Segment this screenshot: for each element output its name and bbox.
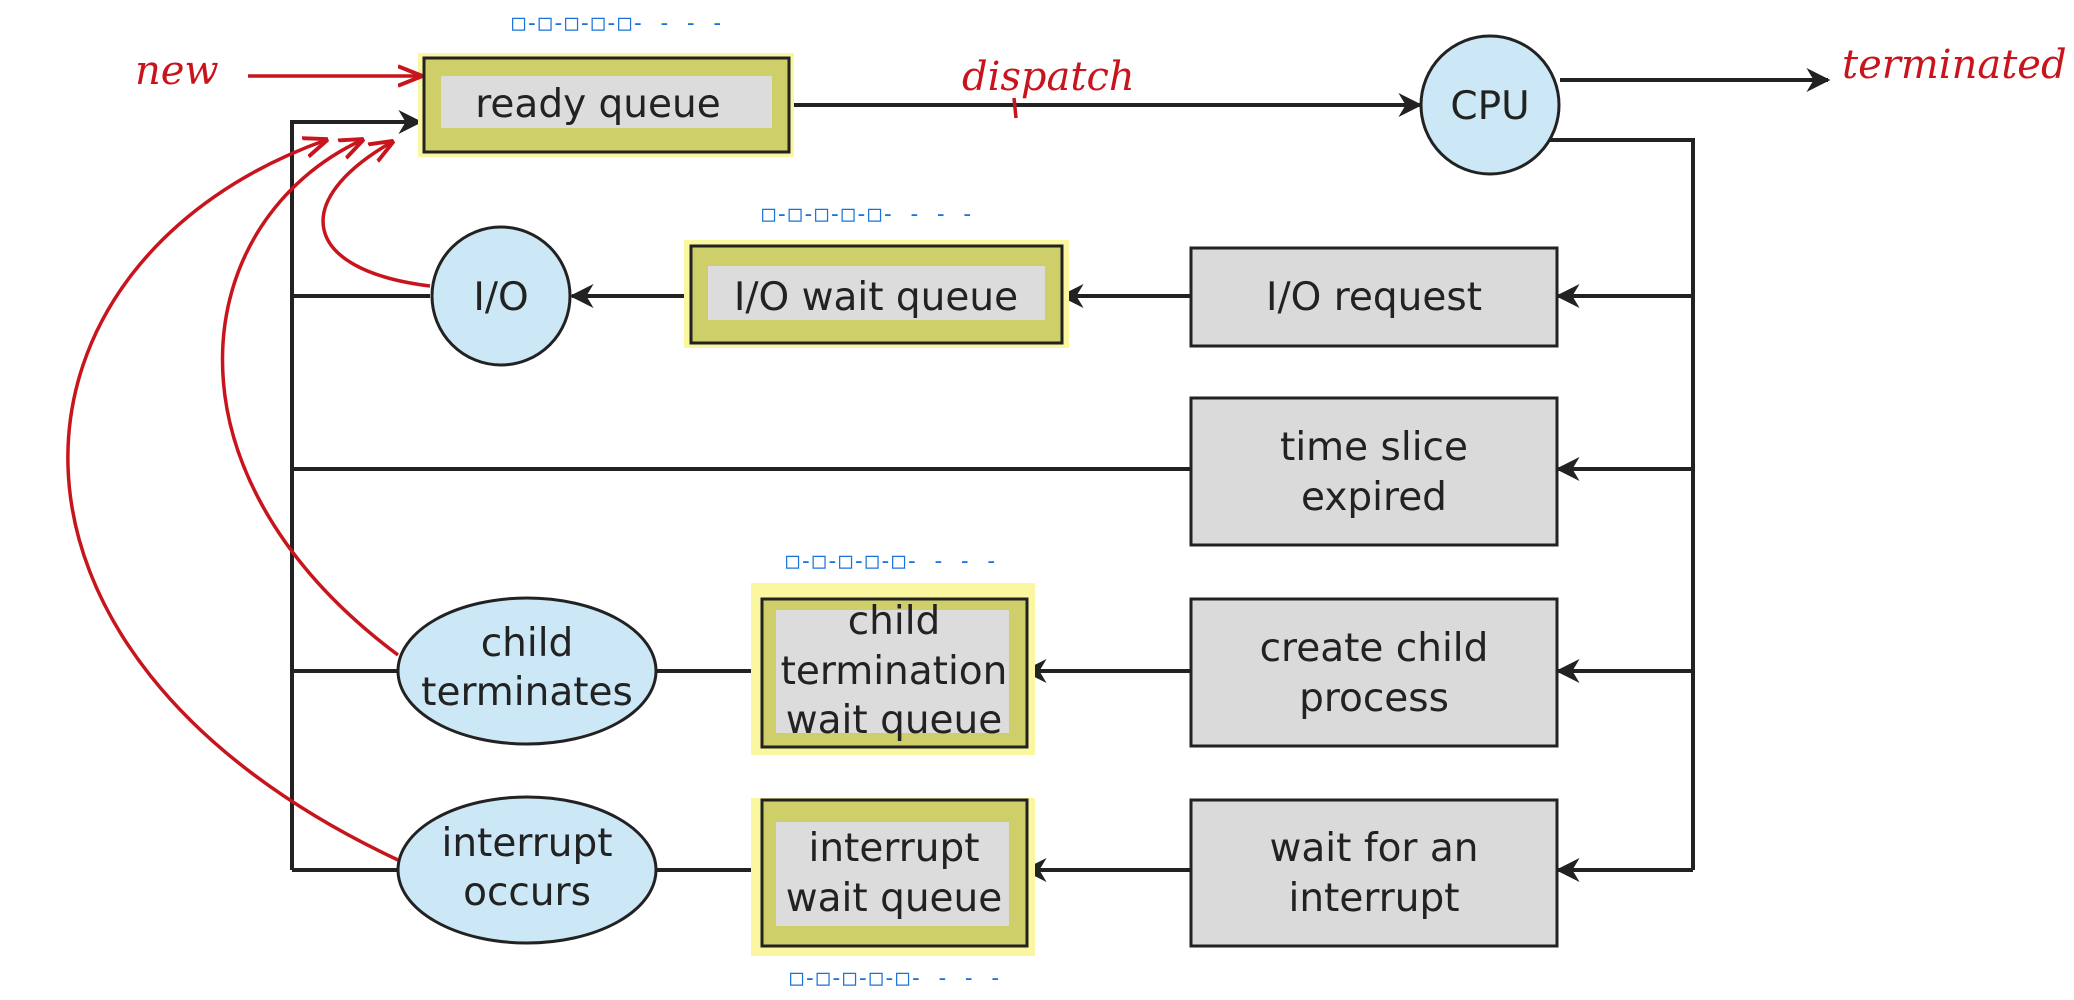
new-label: new — [135, 48, 219, 94]
cpu-node: CPU — [1419, 34, 1561, 176]
ready-queue: ready queue — [418, 53, 794, 157]
ready-queue-label: ready queue — [475, 82, 720, 127]
terminated-label: terminated — [1842, 42, 2067, 88]
dispatch-tick — [1012, 97, 1018, 119]
io-return-curve — [321, 142, 431, 288]
dispatch-label: dispatch — [962, 54, 1135, 100]
child-return-curve — [220, 140, 400, 657]
wait-interrupt-box: wait for an interrupt — [1189, 798, 1559, 948]
interrupt-return-curve — [66, 140, 399, 862]
right-bus — [1550, 138, 1695, 870]
red-annotations — [66, 76, 1018, 862]
create-child-box: create child process — [1189, 597, 1559, 748]
interrupt-wait-label-1: interrupt — [809, 826, 980, 871]
left-return-bus — [290, 110, 423, 870]
io-wait-queue-label: I/O wait queue — [734, 275, 1018, 320]
io-request-label: I/O request — [1266, 275, 1482, 320]
child-queue-marks: □-□-□-□-□- - - - — [786, 549, 998, 574]
interrupt-queue-marks: □-□-□-□-□- - - - — [790, 966, 1002, 991]
io-wait-queue: I/O wait queue — [684, 240, 1069, 348]
io-request-box: I/O request — [1189, 246, 1559, 348]
time-slice-label-2: expired — [1301, 475, 1447, 520]
cpu-label: CPU — [1450, 84, 1529, 129]
child-wait-label-2: termination — [781, 649, 1008, 694]
io-queue-marks: □-□-□-□-□- - - - — [762, 202, 974, 227]
time-slice-box: time slice expired — [1189, 396, 1559, 547]
io-node: I/O — [430, 225, 572, 367]
wait-interrupt-label-1: wait for an — [1270, 826, 1479, 871]
interrupt-occurs-node: interrupt occurs — [396, 795, 658, 945]
create-child-label-1: create child — [1260, 626, 1489, 671]
wait-interrupt-label-2: interrupt — [1289, 876, 1460, 921]
child-termination-wait-queue: child termination wait queue — [751, 583, 1035, 755]
ready-queue-marks: □-□-□-□-□- - - - — [512, 11, 724, 36]
child-wait-label-1: child — [848, 599, 941, 644]
interrupt-wait-queue: interrupt wait queue — [751, 798, 1035, 956]
interrupt-occurs-label-2: occurs — [463, 870, 591, 915]
io-label: I/O — [473, 275, 528, 320]
create-child-label-2: process — [1299, 676, 1449, 721]
child-terminates-label-2: terminates — [421, 670, 633, 715]
interrupt-occurs-label-1: interrupt — [442, 821, 613, 866]
time-slice-label-1: time slice — [1280, 425, 1468, 470]
connector-lines — [290, 68, 1831, 882]
child-terminates-label-1: child — [481, 621, 574, 666]
interrupt-wait-label-2: wait queue — [786, 876, 1003, 921]
child-terminates-node: child terminates — [396, 596, 658, 746]
child-wait-label-3: wait queue — [786, 698, 1003, 743]
